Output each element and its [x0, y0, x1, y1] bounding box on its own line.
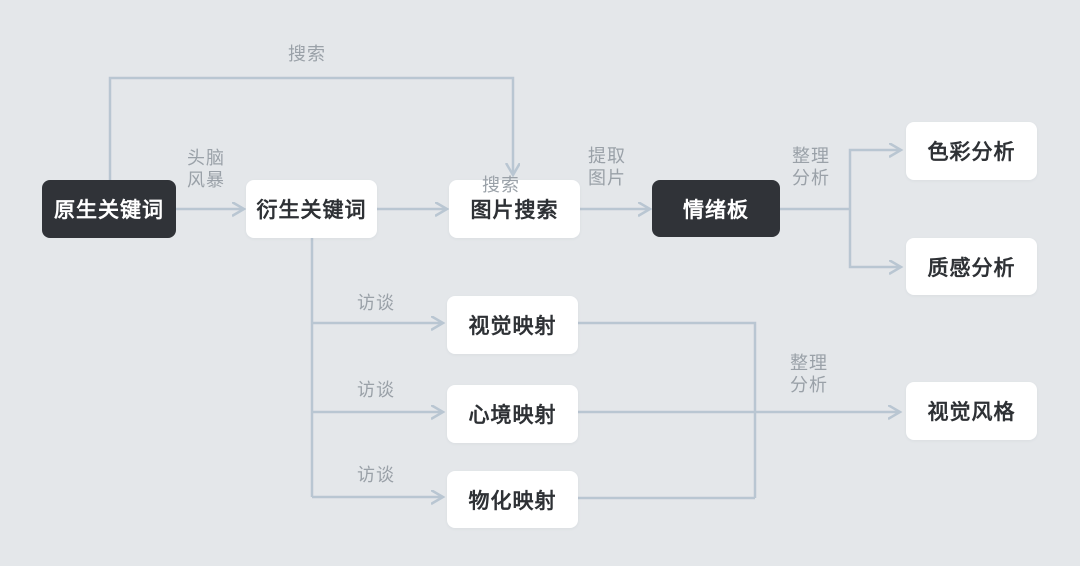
edge-label-search-top: 搜索: [288, 44, 326, 64]
edge-label-extract-images: 提取 图片: [588, 146, 626, 188]
edge-label-organize-analyze-bottom: 整理 分析: [790, 353, 828, 395]
node-materialization-mapping: 物化映射: [447, 471, 578, 528]
node-mood-mapping: 心境映射: [447, 385, 578, 443]
edge-visual-mapping-merge: [578, 321, 757, 498]
edge-label-organize-analyze-right: 整理 分析: [792, 146, 830, 188]
node-image-search: 图片搜索: [449, 180, 580, 238]
node-visual-style: 视觉风格: [906, 382, 1037, 440]
edge-native-to-image-search-bypass: [108, 76, 513, 180]
node-texture-analysis: 质感分析: [906, 238, 1037, 295]
edge-label-interview-3: 访谈: [357, 465, 395, 485]
node-native-keywords: 原生关键词: [42, 180, 176, 238]
node-derived-keywords: 衍生关键词: [246, 180, 377, 238]
edge-moodboard-to-texture-analysis: [848, 209, 901, 267]
node-color-analysis: 色彩分析: [906, 122, 1037, 180]
edge-label-brainstorm: 头脑 风暴: [187, 148, 225, 190]
node-mood-board: 情绪板: [652, 180, 780, 237]
edge-label-interview-2: 访谈: [357, 380, 395, 400]
edge-moodboard-to-color-analysis: [848, 150, 901, 209]
edge-label-interview-1: 访谈: [357, 293, 395, 313]
node-visual-mapping: 视觉映射: [447, 296, 578, 354]
bottom-edge-strip: [0, 566, 1080, 571]
edge-label-search-mid: 搜索: [482, 175, 520, 195]
